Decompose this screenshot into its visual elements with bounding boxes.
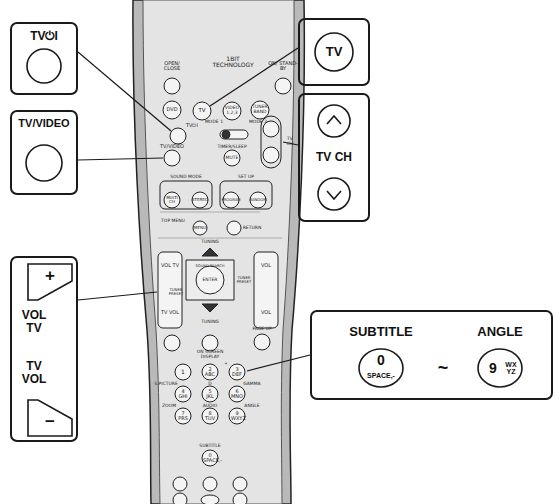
remote-label: 2 ABC	[204, 367, 216, 378]
button-label: 0	[377, 353, 385, 368]
remote-label: TUNER PRESET	[167, 288, 185, 296]
button-label: SUBTITLE	[349, 325, 413, 339]
remote-label: TV VOL	[160, 310, 180, 315]
remote-label: 3 DEF	[231, 367, 243, 378]
remote-label: TUNER BAND	[252, 105, 268, 114]
remote-label: 9 WXYZ	[231, 411, 243, 422]
remote-label: RETURN	[243, 226, 262, 231]
button-label: ~	[438, 359, 449, 378]
remote-label: TUNER PRESET	[235, 276, 253, 284]
remote-label: 1BIT TECHNOLOGY	[211, 56, 255, 69]
callout-box: + VOL TV TV VOL −	[10, 256, 78, 442]
remote-label: SOUND MODE	[170, 175, 202, 180]
remote-label: TIMER/SLEEP	[217, 145, 246, 150]
button-label: +	[45, 267, 55, 285]
callout-box: TV/VIDEO	[10, 110, 78, 195]
remote-label: 6 MNO	[231, 389, 243, 400]
remote-label: RANDOM	[249, 198, 266, 202]
button-label: SPACE,-	[367, 372, 395, 379]
remote-label: SUBTITLE	[199, 444, 220, 449]
remote-label: *	[225, 362, 228, 367]
remote-label: VOL	[261, 310, 271, 315]
callout-box: TV⏻I	[10, 22, 78, 95]
remote-label: 7 PRS	[177, 411, 189, 422]
remote-label: TV⏻I	[186, 123, 198, 128]
remote-label: AUDIO	[203, 404, 218, 409]
remote-label: GAMMA	[243, 382, 260, 387]
remote-label: PROGRAM	[221, 198, 240, 202]
callout-box: SUBTITLE 0SPACE,- ~ ANGLE 9 WX YZ	[310, 310, 553, 400]
remote-label: MODE 2	[249, 120, 267, 125]
remote-label: TV	[198, 108, 205, 114]
remote-label: ON SCREEN DISPLAY	[190, 350, 230, 359]
button-label: 9	[489, 361, 497, 376]
remote-label: D	[208, 382, 211, 387]
remote-label: TV CH	[284, 137, 296, 146]
remote-label: MENU	[194, 226, 206, 230]
button-label: TV	[326, 45, 343, 59]
remote-label: MUTE	[226, 156, 239, 161]
remote-label: TUNING	[201, 320, 219, 325]
button-label: VOL TV	[19, 309, 49, 334]
remote-label: TOP MENU	[161, 219, 185, 224]
callout-buttons	[26, 33, 522, 436]
button-label: ANGLE	[477, 325, 523, 339]
remote-label: 4 GHI	[177, 389, 189, 400]
leader-lines	[78, 48, 310, 371]
remote-label: MODE 1	[205, 120, 223, 125]
remote-label: 0 SPACE,-	[203, 453, 217, 464]
remote-label: ENTER	[203, 278, 218, 283]
remote-label: ON/ STAND-BY	[268, 61, 298, 72]
remote-label: SET UP	[238, 175, 254, 180]
remote-label: SOUND SEARCH	[192, 265, 228, 269]
remote-label: ANGLE	[244, 404, 259, 409]
remote-label: OPEN/ CLOSE	[161, 61, 183, 72]
button-label: TV VOL	[19, 360, 49, 385]
remote-label: STEREO	[192, 198, 208, 202]
callout-box: TV	[298, 18, 370, 86]
button-label: WX YZ	[504, 361, 518, 376]
remote-label: VOL	[261, 263, 271, 268]
button-label: TV CH	[316, 151, 352, 164]
button-label: TV⏻I	[30, 30, 58, 43]
remote-body	[133, 0, 304, 504]
remote-label: ZOOM	[162, 404, 176, 409]
remote-label: 5 JKL	[204, 389, 216, 400]
remote-label: TUNING	[201, 240, 219, 245]
button-label: TV/VIDEO	[18, 118, 69, 130]
remote-label: VIDEO 1,2,3	[224, 106, 240, 115]
remote-buttons	[158, 78, 291, 504]
remote-label: VOL TV	[160, 263, 180, 268]
remote-label: S.PICTURE	[154, 382, 177, 387]
remote-label: 8 TUV	[204, 411, 216, 422]
remote-label: MULTI CH	[165, 196, 179, 204]
remote-label: TV/VIDEO	[160, 144, 184, 149]
button-label: −	[45, 413, 55, 431]
remote-label: PAGE UP	[252, 327, 271, 332]
callout-box: TV CH	[298, 93, 370, 222]
remote-label: 1	[181, 369, 185, 375]
remote-label: DVD	[166, 107, 177, 112]
